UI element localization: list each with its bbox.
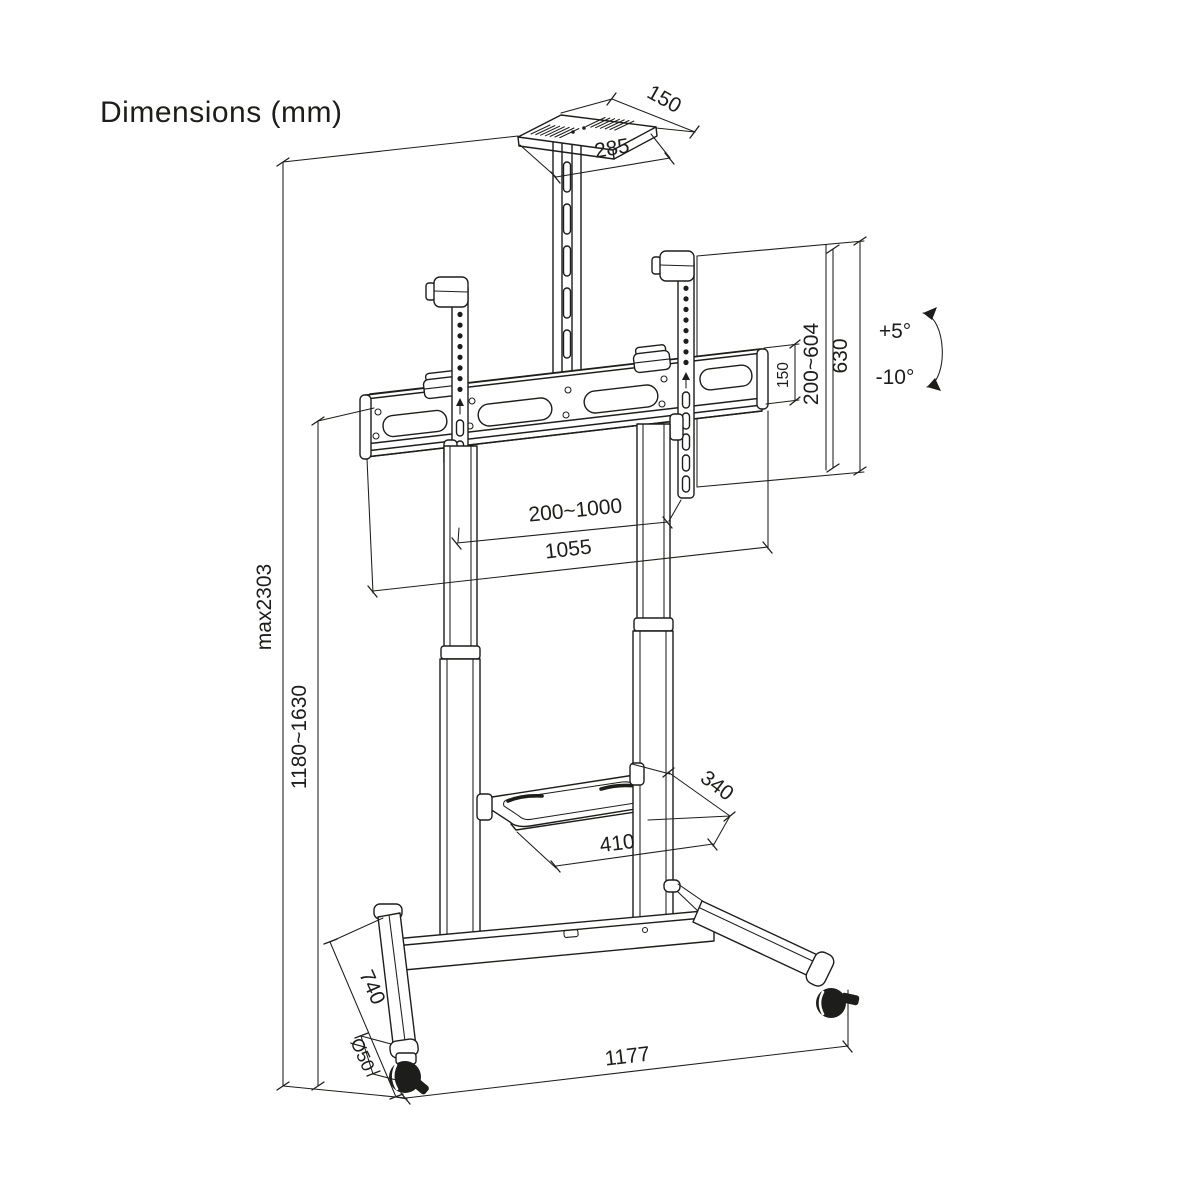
av-tray [485, 774, 672, 831]
label-bracket-height: 630 [829, 338, 852, 373]
camera-tray [517, 114, 658, 160]
bar-end-cap-left [359, 394, 372, 460]
tilt-indicator: +5° -10° [876, 307, 943, 391]
arrow-down-icon [927, 378, 941, 391]
tilt-arc-icon [922, 312, 943, 388]
tray-bracket-right [629, 762, 645, 786]
bar-end-cap-right [756, 348, 769, 410]
rail-top-hook-right [651, 250, 695, 282]
label-vesa-width: 200~1000 [527, 494, 623, 526]
dim-tray-width: 285 [519, 133, 675, 184]
dim-overall-height: max2303 [253, 135, 519, 1099]
bar-slots [382, 364, 753, 438]
dim-screen-height-range: 1180~1630 [288, 407, 375, 1091]
label-height-range: 1180~1630 [288, 685, 311, 789]
label-tray-depth: 150 [643, 81, 685, 118]
rail-lower-tab-right [669, 413, 684, 441]
label-tilt-down: -10° [876, 366, 915, 389]
dim-base-width: 1177 [400, 989, 853, 1105]
dim-vesa-width: 200~1000 [451, 494, 682, 550]
base-leg-right [663, 879, 860, 1018]
caster-right [816, 988, 860, 1018]
arrow-up-icon [923, 307, 937, 320]
brake-lever [411, 1078, 429, 1095]
column-left [439, 445, 481, 954]
label-bar-height: 150 [775, 362, 792, 388]
bar-clamp-left [422, 370, 462, 400]
label-tilt-up: +5° [879, 320, 911, 343]
tray-hole [571, 130, 575, 134]
dim-bracket-height: 630 [829, 236, 867, 476]
vent-slots [530, 116, 635, 139]
up-arrow-icon [682, 372, 690, 380]
dim-av-tray-width: 410 [516, 830, 718, 873]
brake-lever [840, 992, 860, 1006]
label-av-tray-depth: 340 [696, 766, 738, 805]
rail-top-hook-left [425, 276, 469, 308]
label-base-width: 1177 [603, 1042, 651, 1070]
tray-bracket-left [476, 793, 493, 821]
caster-left [389, 1052, 429, 1095]
label-vesa-height: 200~604 [800, 323, 823, 406]
label-tray-width: 285 [593, 134, 631, 162]
tray-hole [582, 126, 586, 130]
label-max-height: max2303 [253, 564, 276, 650]
dim-bar-height: 150 [763, 339, 801, 406]
dim-vesa-height: 200~604 [800, 244, 840, 473]
base-leg-left [373, 903, 429, 1095]
label-crossbar-length: 1055 [544, 535, 593, 563]
camera-pole [552, 137, 582, 378]
vesa-rail-right [651, 250, 695, 499]
label-av-tray-width: 410 [598, 830, 636, 857]
dim-crossbar-length: 1055 [366, 410, 773, 598]
up-arrow-icon [456, 398, 464, 406]
label-caster-diameter: Ø50 [346, 1035, 378, 1074]
page-title: Dimensions (mm) [100, 96, 343, 129]
crossbar [359, 344, 769, 460]
bar-clamp-right [632, 344, 672, 374]
tray-grip [506, 794, 544, 803]
